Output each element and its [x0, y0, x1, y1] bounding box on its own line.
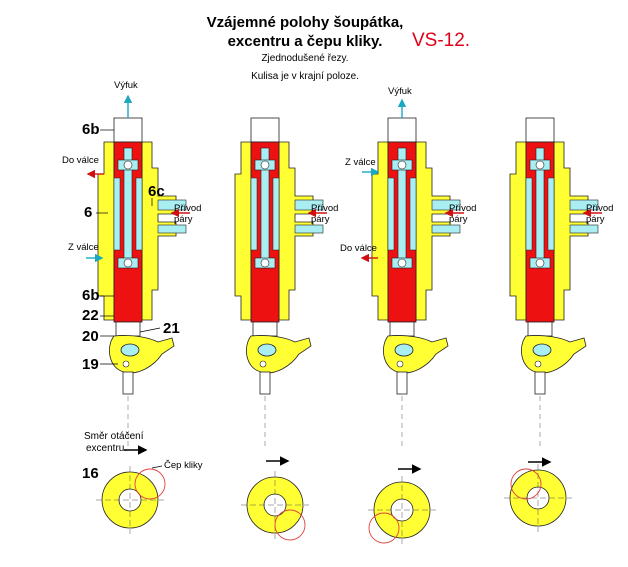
title-line-2: excentru a čepu kliky.	[227, 33, 383, 50]
label-pary-2: páry	[311, 214, 330, 225]
label-pary-1: páry	[174, 214, 193, 225]
crank-pin-2	[274, 509, 306, 541]
part-16: 16	[82, 465, 99, 482]
part-22: 22	[82, 307, 99, 324]
label-vyfuk-3: Výfuk	[388, 86, 412, 97]
crank-pin-4	[510, 468, 542, 500]
part-6b-bottom: 6b	[82, 287, 100, 304]
part-21: 21	[163, 320, 180, 337]
label-vyfuk-1: Výfuk	[114, 80, 138, 91]
document-code: VS-12.	[412, 30, 471, 51]
label-privod-2: Přívod	[311, 203, 339, 214]
label-do-valce-3: Do válce	[340, 243, 377, 254]
subtitle-line-1: Zjednodušené řezy.	[261, 53, 349, 64]
valve-position-1	[97, 117, 187, 451]
crank-pin-1	[134, 468, 166, 500]
part-6b-top: 6b	[82, 121, 100, 138]
label-rotation-1: Směr otáčení	[84, 431, 144, 442]
label-do-valce-1: Do válce	[62, 155, 99, 166]
label-privod-4: Přívod	[586, 203, 614, 214]
valve-position-3	[371, 117, 461, 451]
subtitle-line-2: Kulisa je v krajní poloze.	[251, 71, 359, 82]
label-z-valce-1: Z válce	[68, 242, 99, 253]
label-z-valce-3: Z válce	[345, 157, 376, 168]
part-6: 6	[84, 204, 93, 221]
eccentric-disc-1	[95, 465, 165, 535]
title-line-1: Vzájemné polohy šoupátka,	[206, 14, 404, 31]
label-pary-3: páry	[449, 214, 468, 225]
eccentric-disc-2	[240, 470, 310, 540]
valve-position-4	[509, 117, 599, 451]
label-pary-4: páry	[586, 214, 605, 225]
part-20: 20	[82, 328, 99, 345]
eccentric-disc-3	[367, 475, 437, 545]
label-privod-3: Přívod	[449, 203, 477, 214]
crank-pin-3	[368, 512, 400, 544]
label-privod-1: Přívod	[174, 203, 202, 214]
leader-21	[139, 327, 161, 333]
label-rotation-2: excentru.	[86, 443, 128, 454]
part-6c: 6c	[148, 183, 165, 200]
label-crank-pin: Čep kliky	[164, 460, 203, 471]
part-19: 19	[82, 356, 99, 373]
leader-cep	[151, 465, 163, 469]
valve-position-2	[234, 117, 324, 451]
